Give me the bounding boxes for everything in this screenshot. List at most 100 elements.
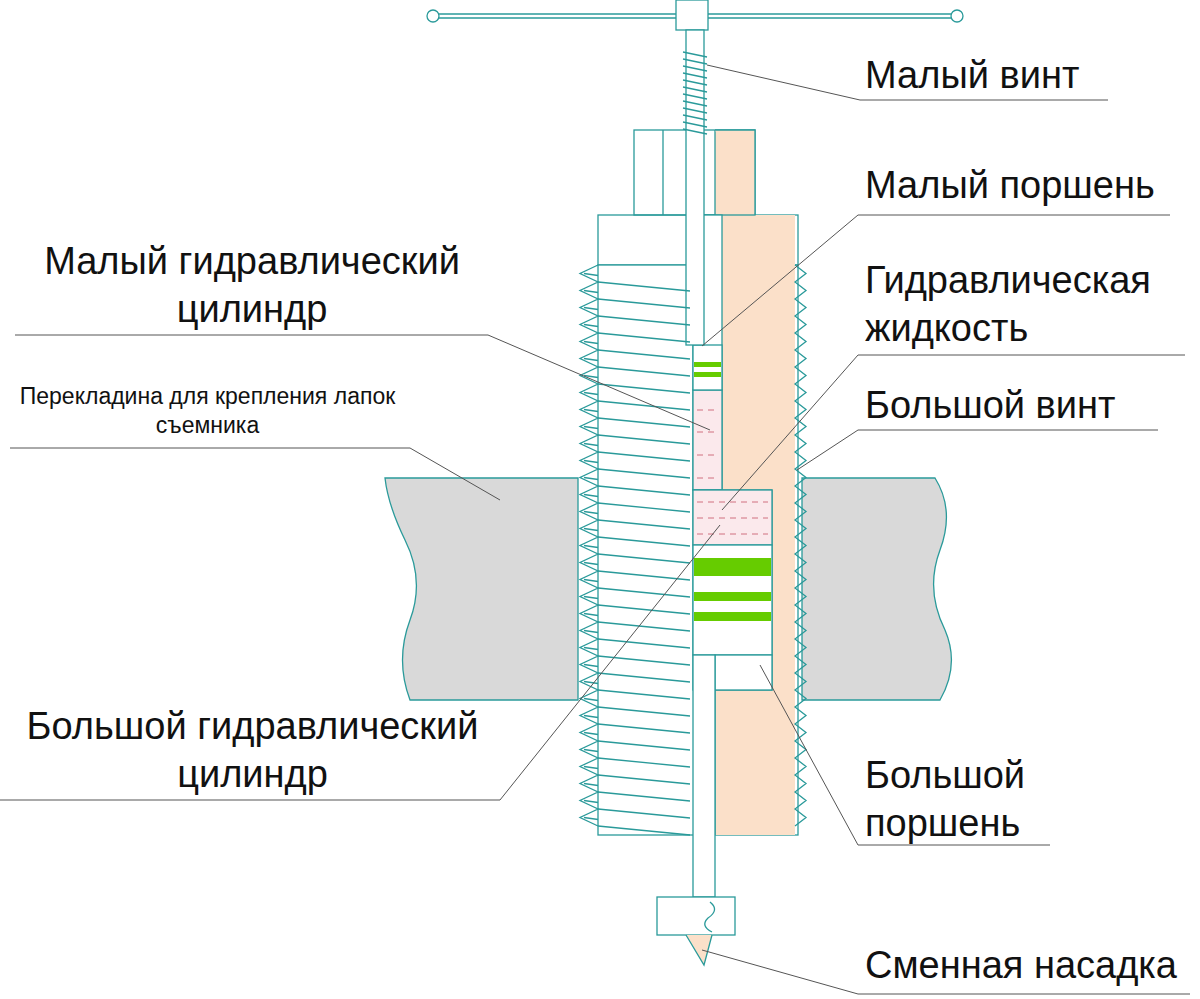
fluid bbox=[693, 390, 722, 490]
thread-stroke bbox=[598, 792, 690, 801]
nut-edge bbox=[662, 130, 663, 215]
thread-stroke bbox=[598, 826, 690, 835]
thread-stroke bbox=[598, 452, 690, 461]
thread-stroke bbox=[598, 673, 690, 682]
thread-stroke bbox=[584, 801, 598, 803]
thread-stroke bbox=[683, 115, 707, 120]
thread-stroke bbox=[598, 435, 690, 444]
thread-stroke bbox=[598, 350, 690, 359]
thread-stroke bbox=[683, 66, 707, 71]
thread-stroke bbox=[584, 291, 598, 293]
thread-stroke bbox=[598, 299, 690, 308]
part-label: Малый поршень bbox=[865, 162, 1185, 210]
thread-stroke bbox=[598, 486, 690, 495]
thread-stroke bbox=[584, 274, 598, 276]
small-piston bbox=[693, 345, 722, 390]
thread-profile bbox=[795, 265, 806, 826]
thread-stroke bbox=[584, 410, 598, 412]
thread-stroke bbox=[598, 588, 690, 597]
thread-stroke bbox=[598, 707, 690, 716]
thread-stroke bbox=[584, 529, 598, 531]
thread-stroke bbox=[683, 101, 707, 106]
thread-stroke bbox=[598, 469, 690, 478]
thread-stroke bbox=[598, 418, 690, 427]
nozzle bbox=[657, 897, 735, 935]
crossbar bbox=[802, 478, 951, 700]
thread-stroke bbox=[683, 59, 707, 64]
thread-stroke bbox=[598, 639, 690, 648]
thread-stroke bbox=[584, 359, 598, 361]
thread-stroke bbox=[584, 308, 598, 310]
thread-stroke bbox=[584, 733, 598, 735]
thread-stroke bbox=[584, 631, 598, 633]
part-label: Сменная насадка bbox=[865, 942, 1195, 990]
thread-stroke bbox=[584, 393, 598, 395]
thread-stroke bbox=[683, 129, 707, 134]
thread-stroke bbox=[584, 495, 598, 497]
piston-skirt bbox=[715, 655, 772, 690]
nut-section bbox=[715, 130, 755, 215]
crossbar bbox=[385, 478, 578, 700]
handle-hub bbox=[676, 0, 708, 30]
thread-stroke bbox=[598, 622, 690, 631]
thread-stroke bbox=[584, 512, 598, 514]
thread-stroke bbox=[598, 775, 690, 784]
thread-stroke bbox=[598, 520, 690, 529]
part-label: Большой винт bbox=[865, 382, 1165, 430]
thread-stroke bbox=[683, 80, 707, 85]
thread-stroke bbox=[683, 94, 707, 99]
big-piston bbox=[693, 545, 772, 655]
nozzle-tip bbox=[686, 935, 712, 965]
part-label: Гидравлическая жидкость bbox=[865, 257, 1195, 352]
thread-stroke bbox=[584, 325, 598, 327]
thread-stroke bbox=[598, 333, 690, 342]
thread-stroke bbox=[584, 444, 598, 446]
thread-profile bbox=[580, 265, 598, 826]
part-label: Малый винт bbox=[865, 52, 1165, 100]
thread-stroke bbox=[683, 108, 707, 113]
part-label: Перекладина для крепления лапок съемника bbox=[5, 382, 410, 440]
thread-stroke bbox=[584, 648, 598, 650]
thread-stroke bbox=[598, 537, 690, 546]
thread-stroke bbox=[584, 665, 598, 667]
thread-stroke bbox=[598, 758, 690, 767]
thread-stroke bbox=[584, 784, 598, 786]
thread-stroke bbox=[598, 605, 690, 614]
thread-stroke bbox=[584, 614, 598, 616]
thread-stroke bbox=[598, 724, 690, 733]
thread-stroke bbox=[598, 282, 690, 291]
section-fill bbox=[715, 130, 795, 835]
thread-stroke bbox=[683, 122, 707, 127]
piston-rod bbox=[693, 655, 715, 897]
thread-stroke bbox=[598, 401, 690, 410]
thread-stroke bbox=[598, 367, 690, 376]
thread-stroke bbox=[584, 716, 598, 718]
thread-stroke bbox=[584, 767, 598, 769]
thread-stroke bbox=[598, 809, 690, 818]
thread-stroke bbox=[584, 461, 598, 463]
part-label: Большой гидравлический цилиндр bbox=[0, 703, 505, 798]
thread-stroke bbox=[584, 699, 598, 701]
thread-stroke bbox=[598, 571, 690, 580]
thread-stroke bbox=[584, 563, 598, 565]
thread-stroke bbox=[683, 73, 707, 78]
thread-stroke bbox=[598, 554, 690, 563]
part-label: Малый гидравлический цилиндр bbox=[12, 238, 492, 333]
leader-lines bbox=[0, 65, 1190, 994]
thread-stroke bbox=[584, 818, 598, 820]
thread-stroke bbox=[598, 503, 690, 512]
thread-stroke bbox=[584, 597, 598, 599]
thread-stroke bbox=[584, 682, 598, 684]
thread-stroke bbox=[584, 427, 598, 429]
thread-stroke bbox=[683, 52, 707, 57]
part-label: Большой поршень bbox=[865, 752, 1065, 847]
thread-stroke bbox=[683, 87, 707, 92]
thread-stroke bbox=[584, 546, 598, 548]
thread-stroke bbox=[584, 750, 598, 752]
thread-stroke bbox=[584, 478, 598, 480]
thread-stroke bbox=[598, 690, 690, 699]
thread-stroke bbox=[598, 316, 690, 325]
thread-stroke bbox=[584, 342, 598, 344]
thread-stroke bbox=[598, 741, 690, 750]
